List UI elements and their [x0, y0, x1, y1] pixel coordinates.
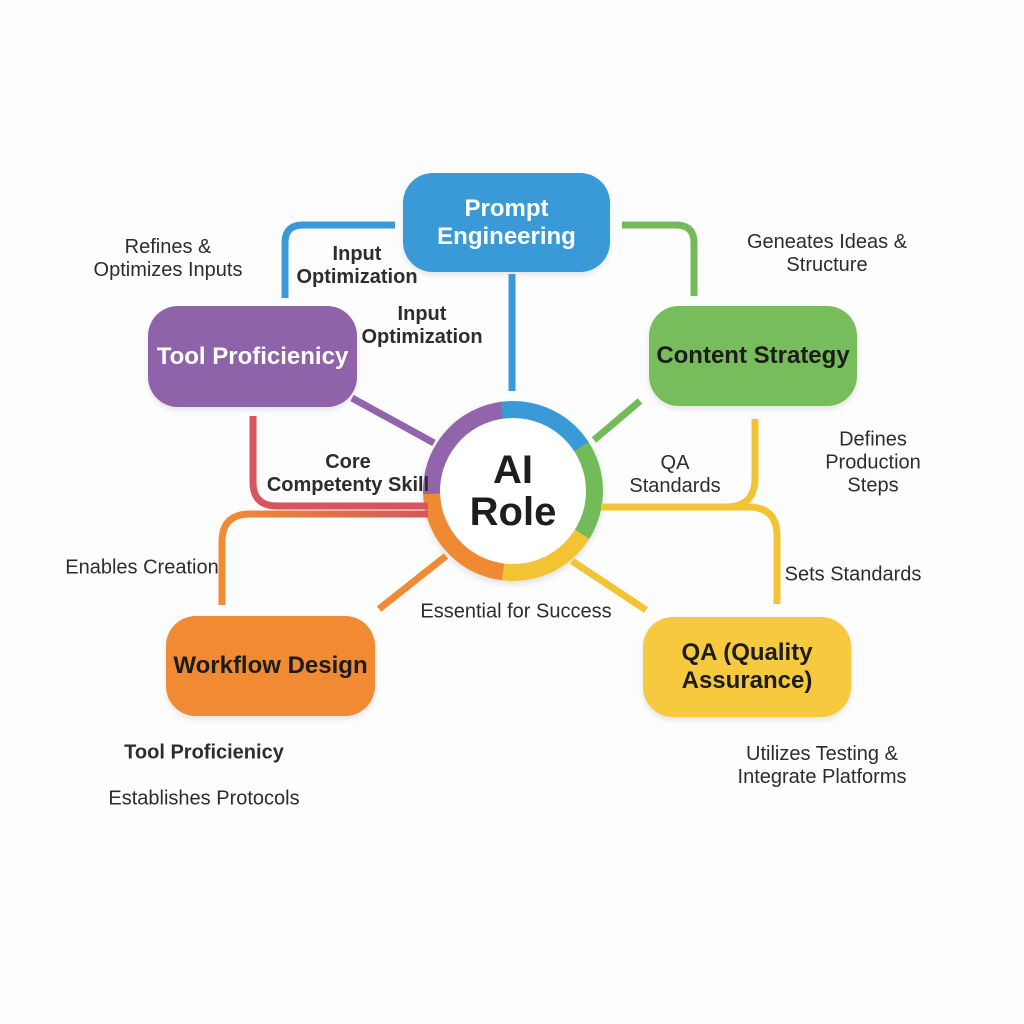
- label-establishes-protocols: Establishes Protocols: [108, 787, 300, 810]
- label-refines-optimizes-inputs: Refines & Optimizes Inputs: [93, 236, 243, 281]
- arrow-core-workflow: [218, 510, 428, 605]
- label-qa-standards: QA Standards: [629, 452, 721, 497]
- node-tool-proficiency: Tool Proficienicy: [148, 306, 357, 407]
- label-core-competency-skill: Core Competenty Skill: [266, 451, 430, 496]
- ai-role-center: AI Role: [440, 418, 586, 564]
- label-tool-proficiency-establishes-protocols: Tool Proficienicy Establishes Protocols: [108, 719, 299, 834]
- node-qa-quality-assurance: QA (Quality Assurance): [643, 617, 851, 717]
- node-prompt-engineering: Prompt Engineering: [403, 173, 610, 272]
- label-essential-for-success: Essential for Success: [420, 600, 612, 623]
- arrow-core-qa: [601, 503, 781, 604]
- label-sets-standards: Sets Standards: [784, 563, 922, 586]
- node-workflow-design: Workflow Design: [166, 616, 375, 716]
- arrow-tool-core: [350, 394, 436, 447]
- label-generates-ideas-structure: Geneates Ideas & Structure: [746, 231, 908, 276]
- label-input-optimization-top: Input Optimization: [296, 243, 418, 288]
- label-enables-creation: Enables Creation: [65, 556, 219, 579]
- arrow-prompt-content: [622, 221, 698, 296]
- label-tool-proficiency-note: Tool Proficienicy: [124, 741, 284, 764]
- label-utilizes-testing-integrate-platforms: Utilizes Testing & Integrate Platforms: [737, 743, 907, 788]
- label-input-optimization-mid: Input Optimization: [361, 303, 483, 348]
- arrow-content-core: [591, 398, 643, 443]
- node-content-strategy: Content Strategy: [649, 306, 857, 406]
- ai-role-ring: AI Role: [423, 401, 603, 581]
- label-defines-production-steps: Defines Production Steps: [825, 428, 921, 497]
